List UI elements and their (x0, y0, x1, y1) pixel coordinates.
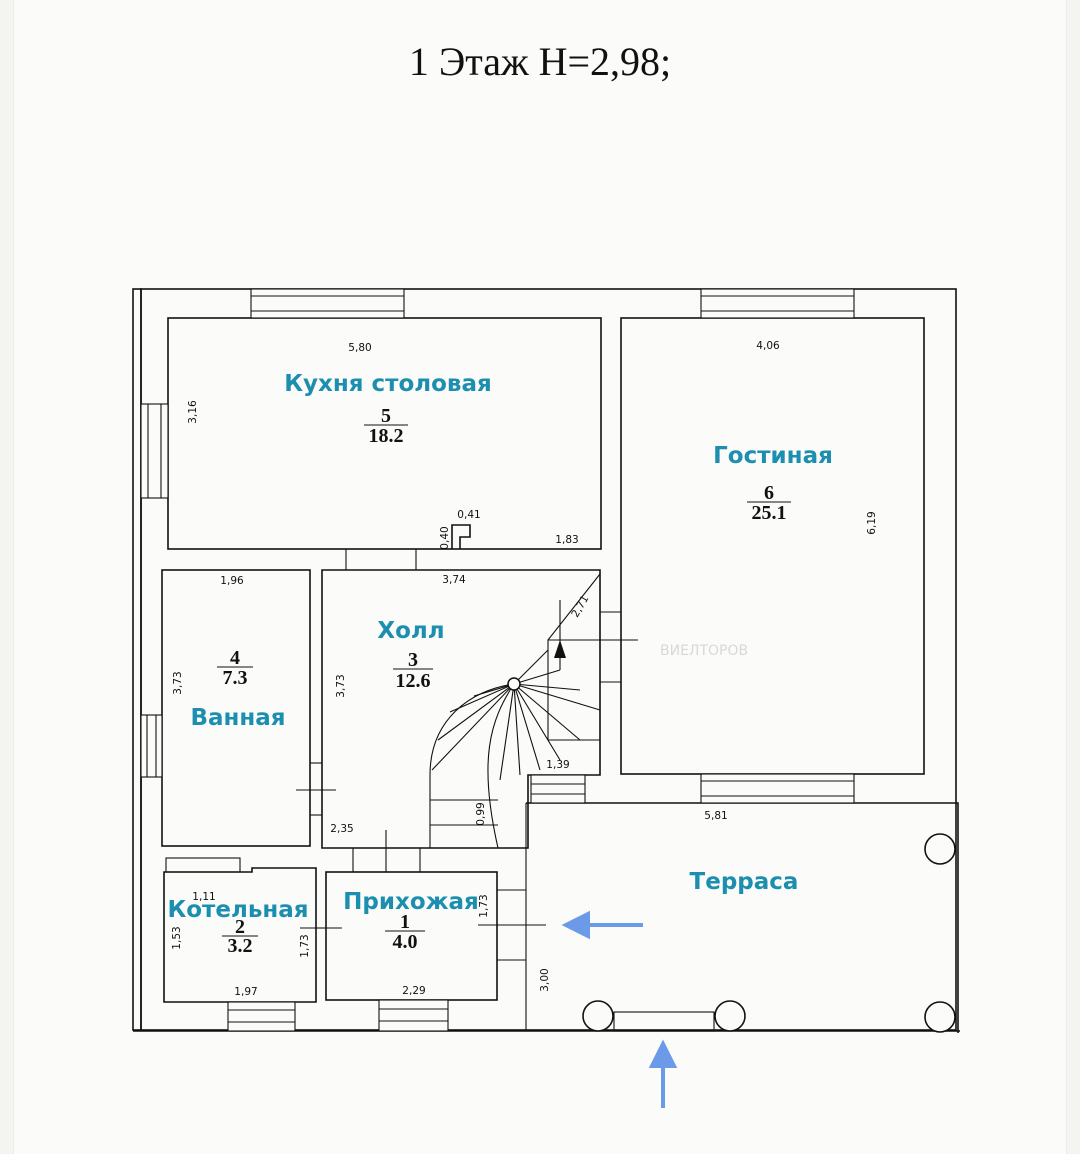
svg-text:1,97: 1,97 (234, 986, 257, 998)
living-number: 6 (764, 482, 774, 504)
living-area: 25.1 (752, 502, 787, 524)
plan-sheet (14, 0, 1066, 1154)
stair-post (507, 677, 521, 691)
windows (140, 288, 855, 1032)
boiler-area: 3.2 (228, 935, 253, 957)
svg-text:3,73: 3,73 (172, 671, 184, 694)
svg-text:2,29: 2,29 (402, 985, 425, 997)
svg-text:0,99: 0,99 (475, 802, 487, 825)
kitchen-number: 5 (381, 405, 391, 427)
svg-text:2,71: 2,71 (569, 593, 591, 619)
svg-text:1,73: 1,73 (478, 894, 490, 917)
kitchen-label: Кухня столовая (284, 371, 492, 397)
hall-number: 3 (408, 649, 418, 671)
svg-text:5,81: 5,81 (704, 810, 727, 822)
boiler-number: 2 (235, 916, 245, 938)
boiler-label: Котельная (167, 897, 308, 923)
entrance-label: Прихожая (343, 889, 479, 915)
svg-text:5,80: 5,80 (348, 342, 371, 354)
stair-arrow-icon (554, 640, 566, 658)
kitchen-area: 18.2 (369, 425, 404, 447)
entry-arrow-up (648, 1039, 678, 1108)
entrance-area: 4.0 (393, 931, 418, 953)
entrance-number: 1 (400, 911, 410, 933)
boiler-vent (165, 857, 241, 873)
bath-number: 4 (230, 647, 240, 669)
svg-text:1,96: 1,96 (220, 575, 244, 587)
bath-walls (161, 569, 311, 847)
terrace-walls (526, 802, 959, 1033)
svg-text:3,16: 3,16 (187, 400, 199, 424)
kitchen-niche (451, 524, 471, 549)
svg-text:2,35: 2,35 (330, 823, 353, 835)
hall-label: Холл (377, 618, 444, 644)
terrace-columns (582, 833, 956, 1033)
bath-area: 7.3 (223, 667, 248, 689)
living-walls (620, 317, 925, 775)
staircase (429, 573, 601, 849)
hall-area: 12.6 (396, 670, 431, 692)
svg-text:1,73: 1,73 (299, 934, 311, 957)
svg-text:3,00: 3,00 (539, 968, 551, 991)
dimension-labels: 5,80 3,16 0,41 0,40 1,83 4,06 6,19 1,96 … (171, 340, 878, 998)
bath-label: Ванная (190, 705, 285, 731)
svg-text:1,53: 1,53 (171, 926, 183, 949)
entry-arrow-right (561, 910, 643, 940)
svg-text:3,74: 3,74 (442, 574, 466, 586)
watermark-text: ВИЕЛТОРОВ (660, 643, 748, 659)
svg-text:0,41: 0,41 (457, 509, 480, 521)
svg-text:0,40: 0,40 (439, 526, 451, 549)
svg-text:4,06: 4,06 (756, 340, 780, 352)
svg-text:6,19: 6,19 (866, 511, 878, 534)
terrace-label: Терраса (690, 869, 799, 895)
left-wall-outer (132, 288, 142, 1031)
svg-text:1,83: 1,83 (555, 534, 578, 546)
svg-text:1,11: 1,11 (192, 891, 215, 903)
svg-text:1,39: 1,39 (546, 759, 569, 771)
svg-text:3,73: 3,73 (335, 674, 347, 697)
hall-walls (321, 569, 601, 849)
living-label: Гостиная (713, 443, 833, 469)
boiler-walls (163, 867, 317, 1003)
plan-title: 1 Этаж Н=2,98; (408, 39, 672, 84)
doorways (296, 549, 715, 1032)
